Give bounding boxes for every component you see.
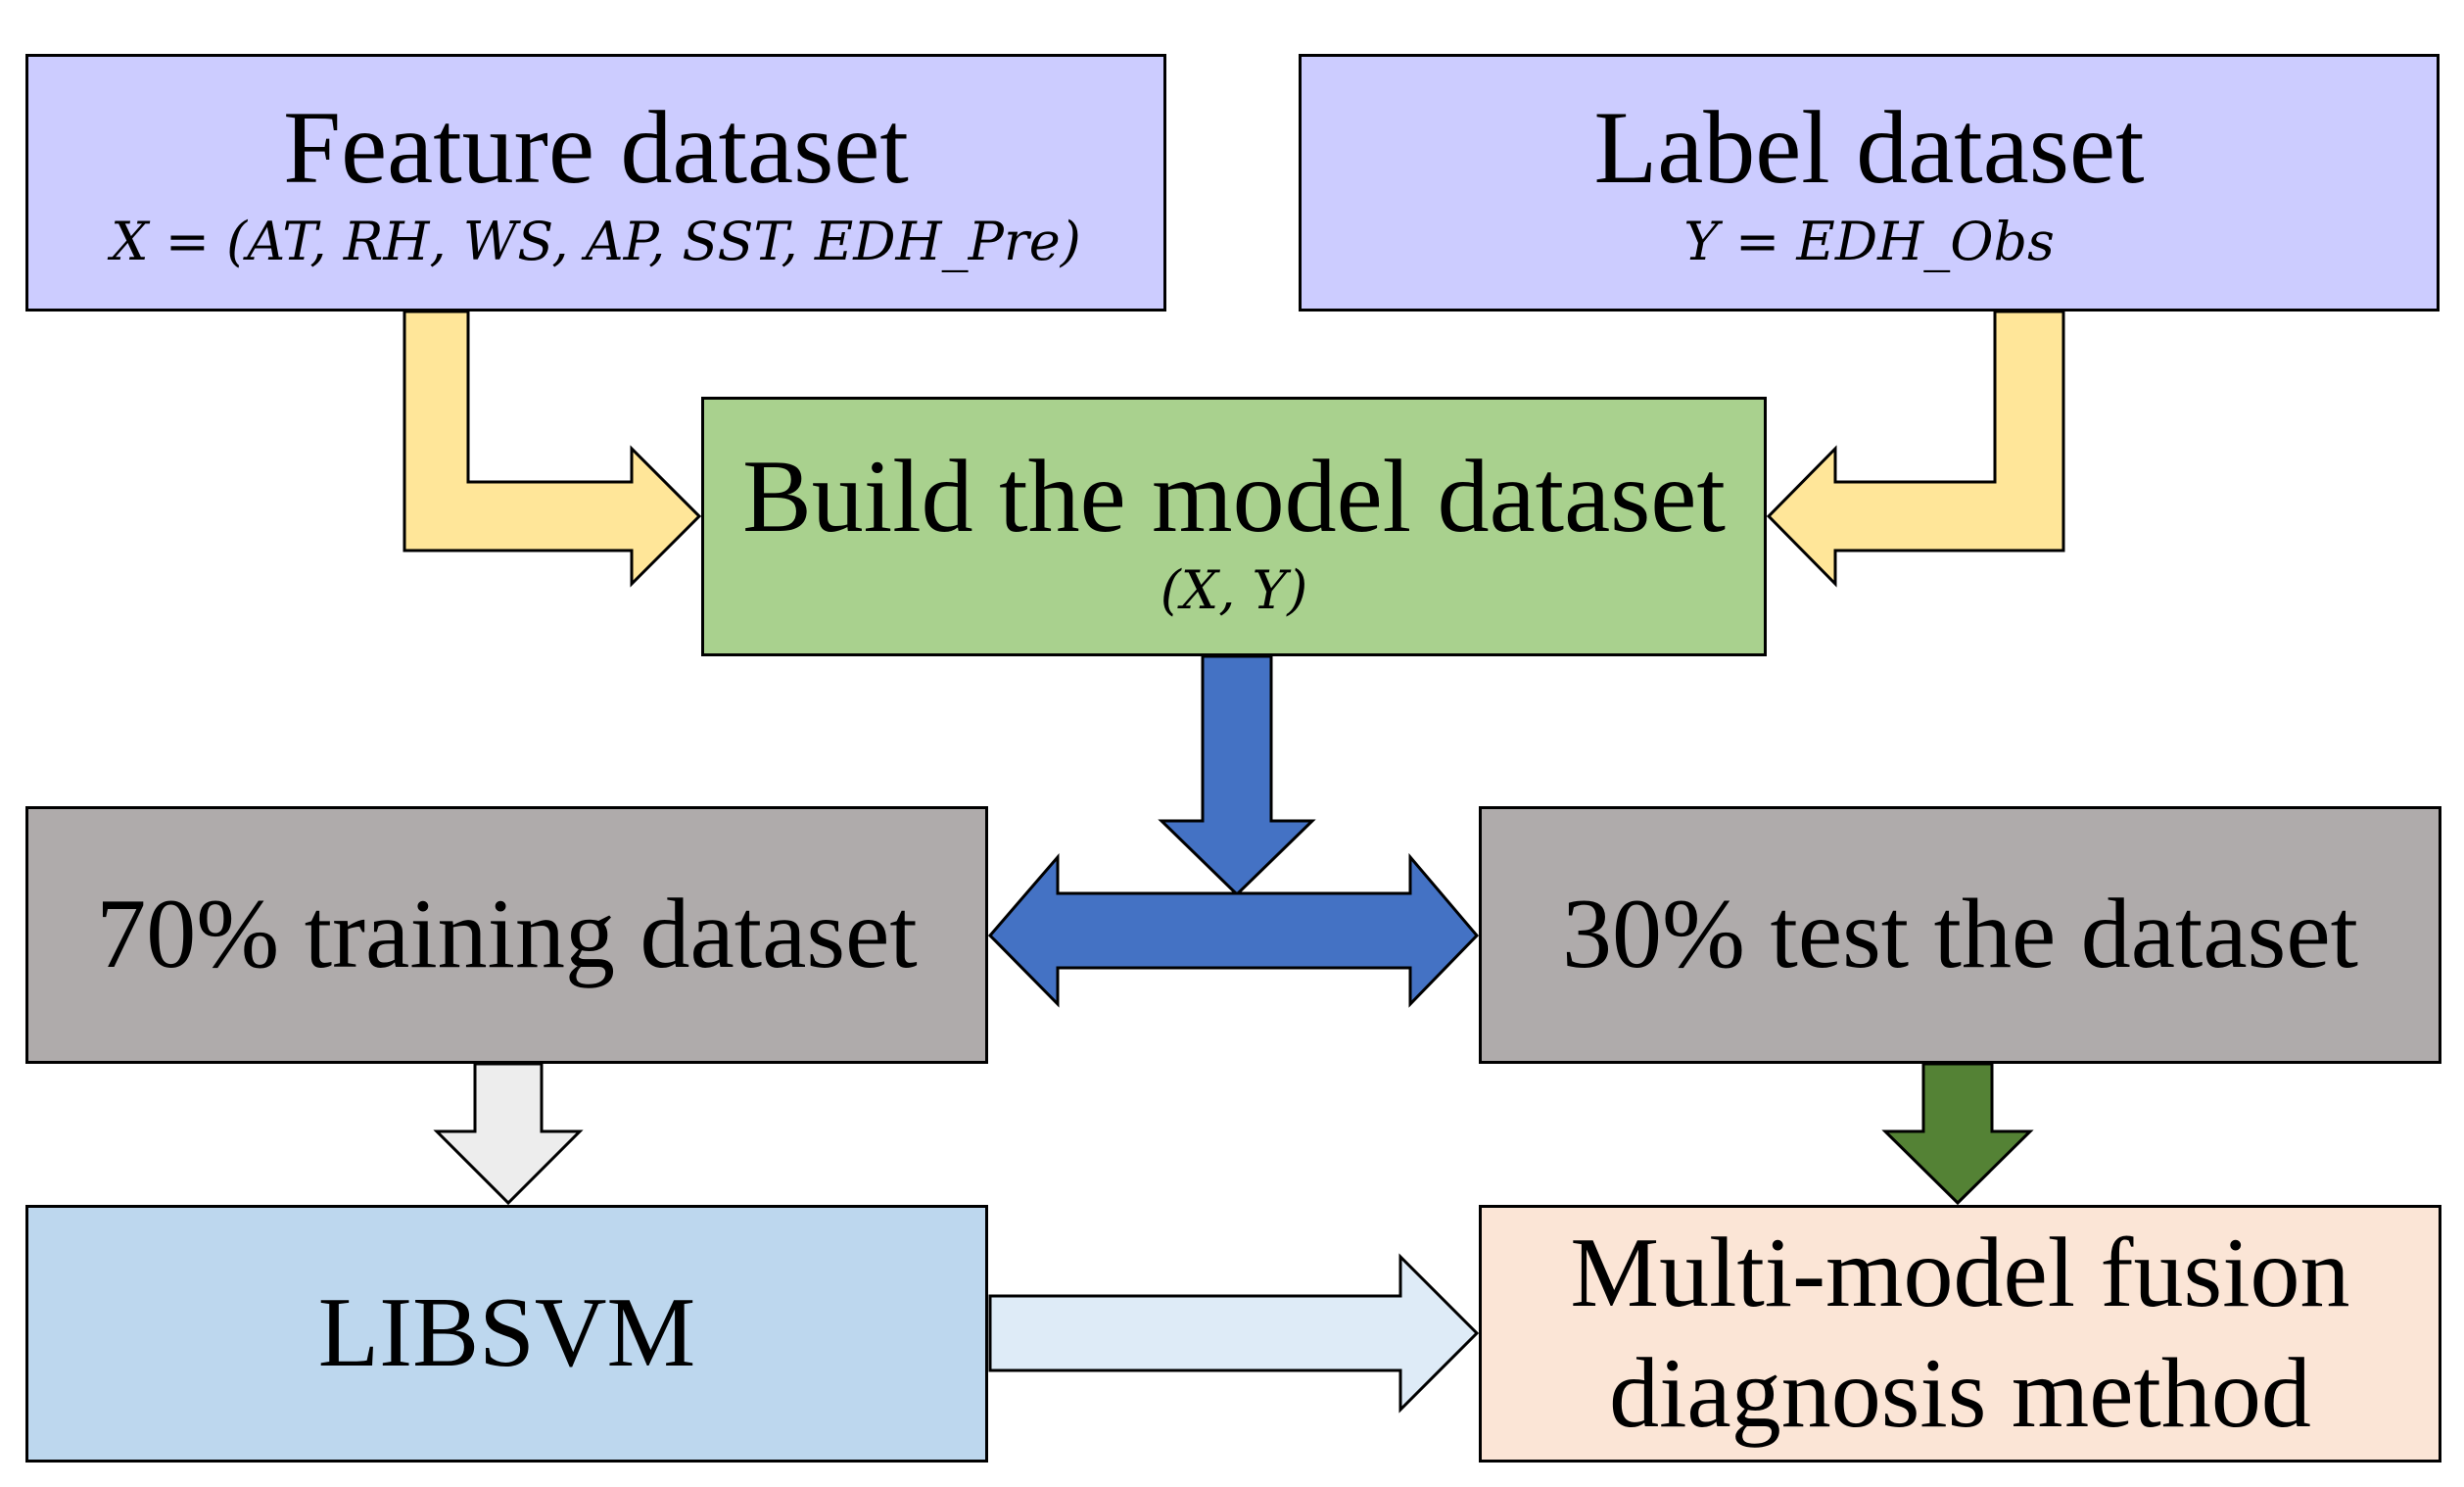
feature-dataset-box: Feature dataset X = (AT, RH, WS, AP, SST… [25,54,1166,312]
train-test-double-arrow [987,852,1480,1008]
test-to-fusion-arrow [1881,1062,2034,1206]
feature-dataset-title: Feature dataset [283,89,909,205]
training-dataset-title: 70% training dataset [96,879,918,990]
feature-dataset-formula: X = (AT, RH, WS, AP, SST, EDH_Pre) [111,211,1081,273]
label-to-build-arrow [1766,310,2065,588]
train-to-libsvm-arrow [433,1062,584,1206]
build-model-dataset-title: Build the model dataset [742,438,1726,553]
fusion-method-line2: diagnosis method [1609,1337,2311,1449]
build-model-dataset-box: Build the model dataset (X, Y) [701,397,1767,656]
fusion-method-box: Multi-model fusion diagnosis method [1479,1205,2441,1463]
build-model-dataset-formula: (X, Y) [1160,559,1308,622]
label-dataset-title: Label dataset [1593,89,2145,205]
fusion-method-line1: Multi-model fusion [1570,1218,2350,1329]
test-dataset-box: 30% test the dataset [1479,806,2441,1064]
test-dataset-title: 30% test the dataset [1562,879,2358,990]
libsvm-to-fusion-arrow [988,1253,1480,1414]
build-to-split-arrow [1158,654,1316,897]
label-dataset-formula: Y = EDH_Obs [1683,211,2055,273]
training-dataset-box: 70% training dataset [25,806,988,1064]
libsvm-box: LIBSVM [25,1205,988,1463]
label-dataset-box: Label dataset Y = EDH_Obs [1299,54,2440,312]
feature-to-build-arrow [403,310,702,588]
libsvm-title: LIBSVM [317,1277,696,1389]
